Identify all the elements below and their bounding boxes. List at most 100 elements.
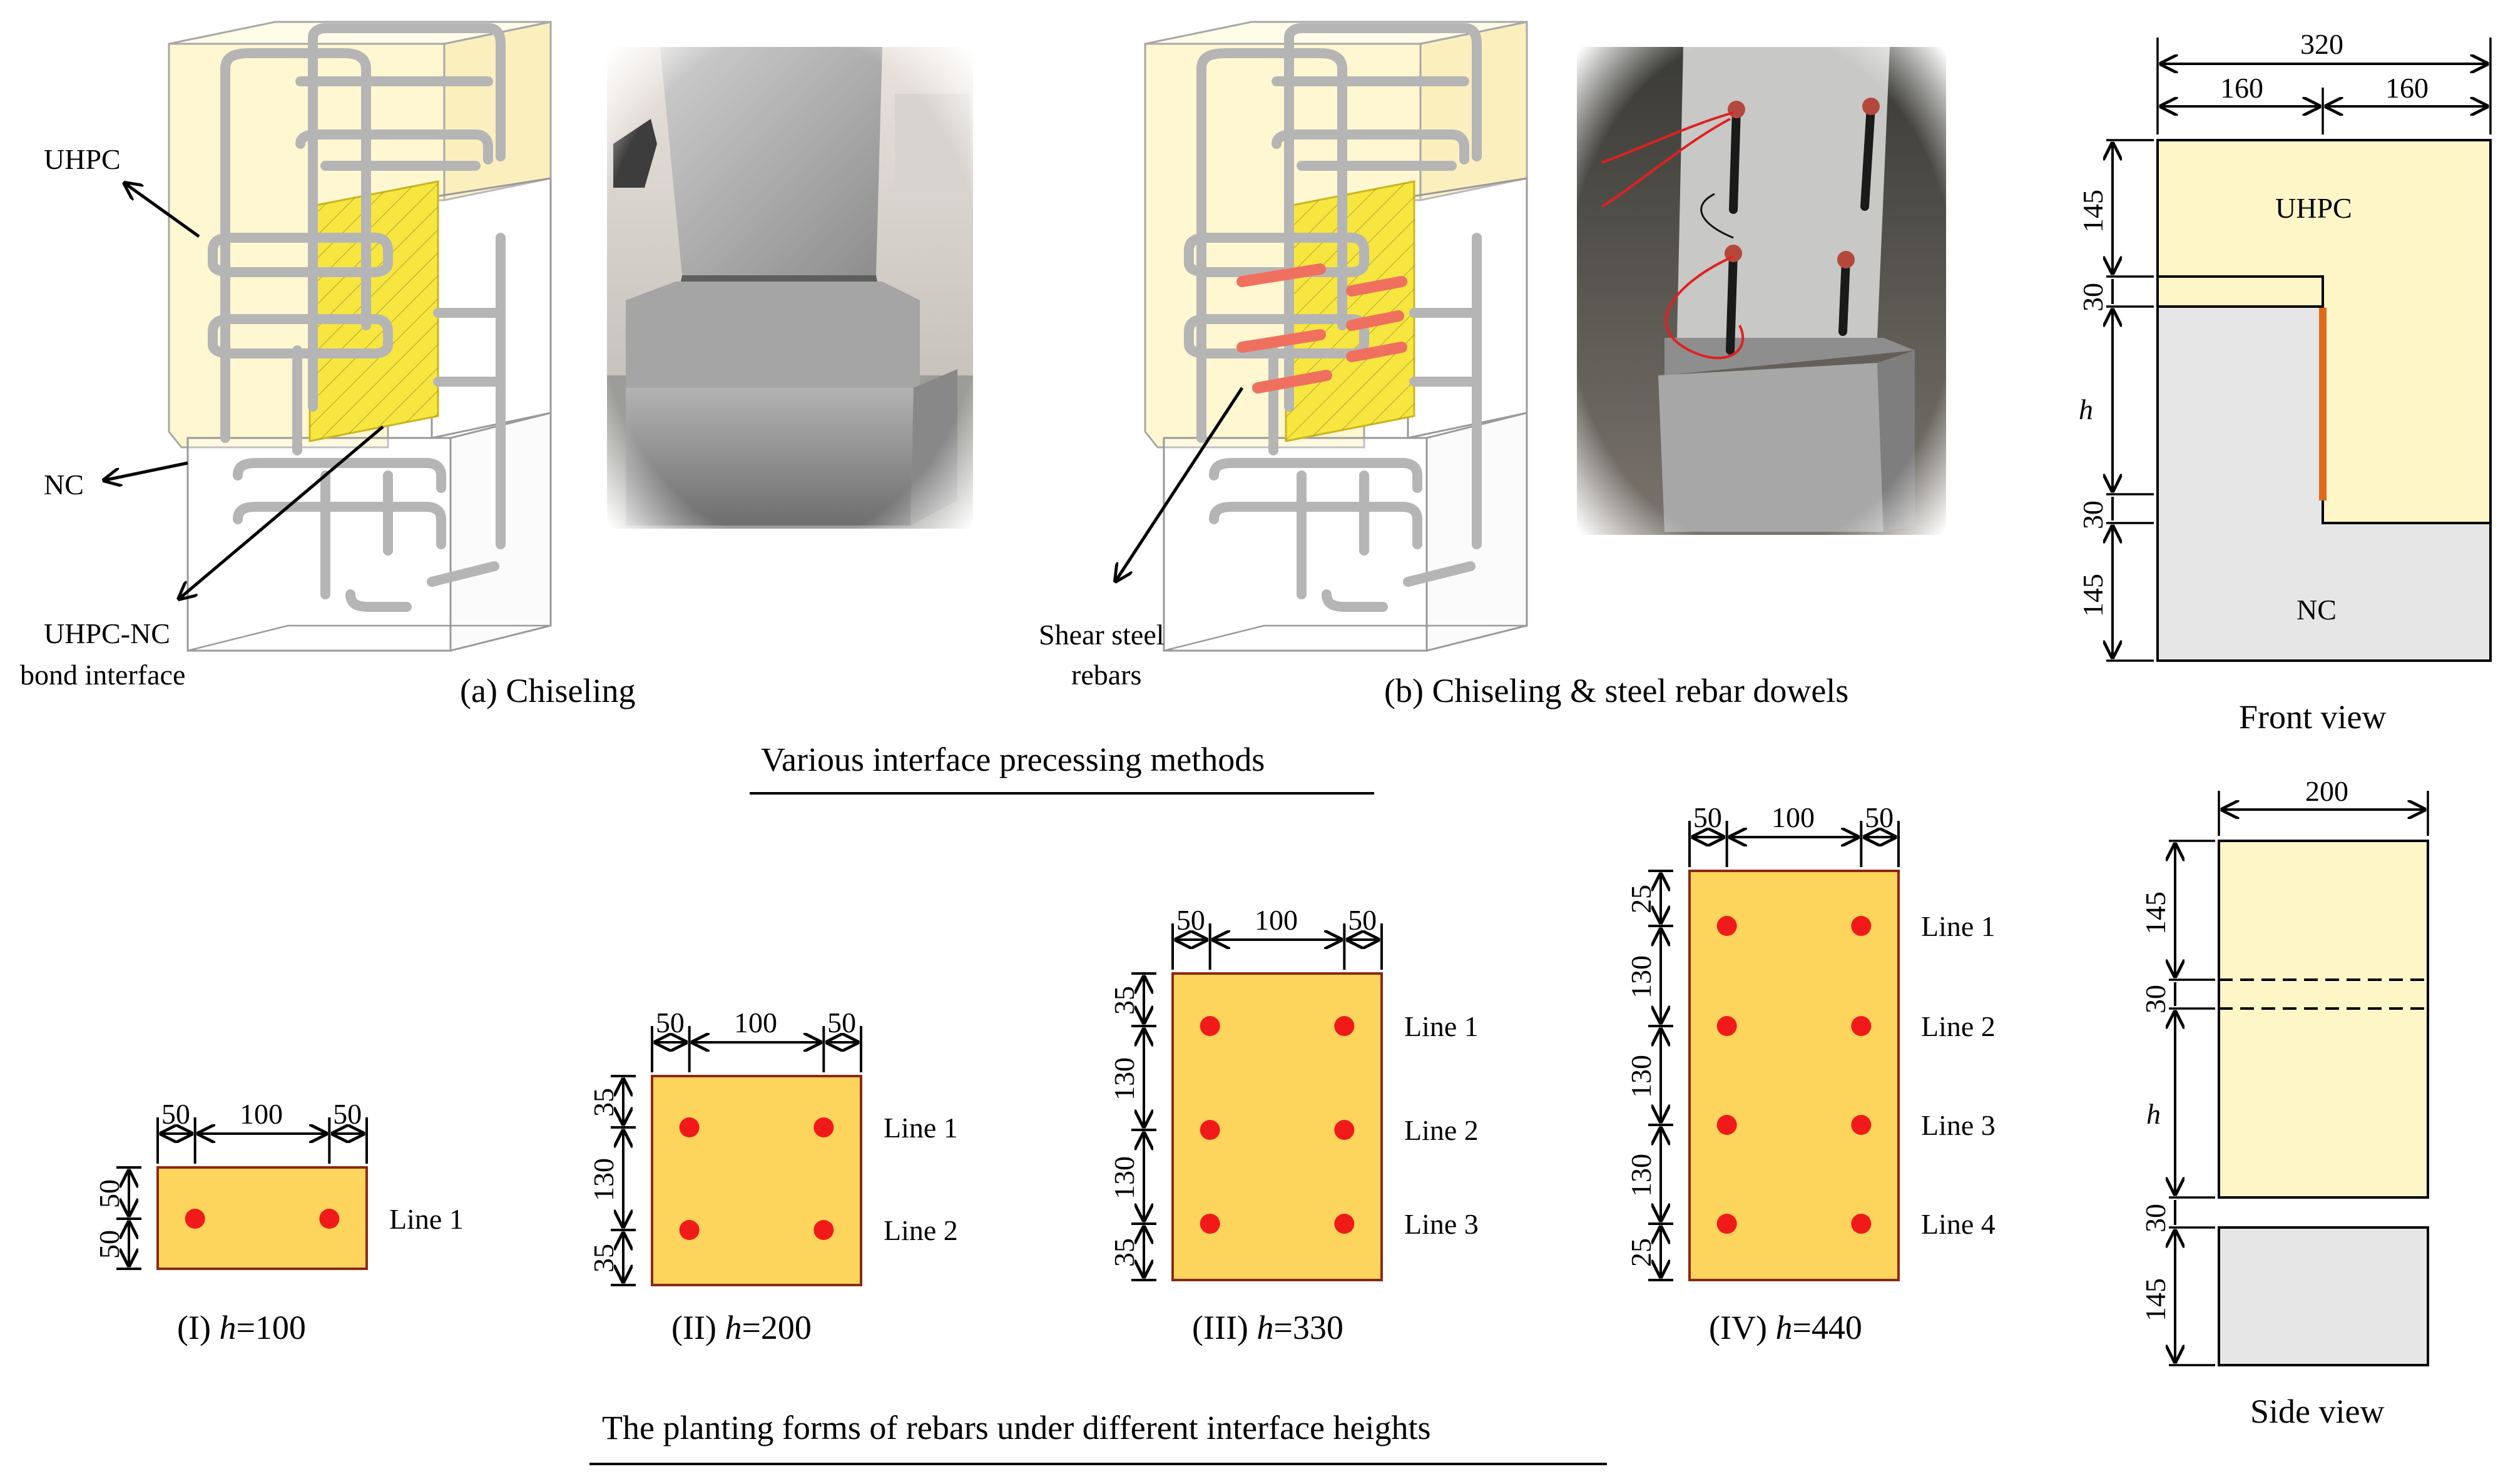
rebar-dot [1200, 1016, 1220, 1036]
label-nc: NC [44, 469, 84, 501]
rebar-dot [1200, 1214, 1220, 1234]
rebar-dot [1716, 1214, 1737, 1234]
rebar-dot [1716, 1115, 1737, 1135]
dim-side: 130 [1108, 1156, 1140, 1199]
line-label: Line 1 [389, 1203, 464, 1235]
line-label: Line 4 [1921, 1208, 1996, 1240]
photo-chiseling [607, 47, 973, 529]
line-label: Line 2 [884, 1214, 958, 1246]
front-dim-total: 320 [2300, 28, 2343, 60]
section-title-bottom: The planting forms of rebars under diffe… [602, 1409, 1431, 1446]
shear-dowel-rebars [1236, 263, 1407, 394]
side-dim-145-bottom: 145 [2139, 1278, 2171, 1321]
photo-dowels [1577, 47, 1946, 535]
rebar-dot [813, 1117, 834, 1137]
form-caption: (I) h=100 [177, 1309, 306, 1346]
nc-block-front [186, 437, 452, 652]
rebar-cage-uhpc [208, 23, 506, 455]
rebar-dot [1851, 1016, 1872, 1036]
rebar-dot [1200, 1120, 1220, 1140]
dim-top: 50 [1176, 904, 1205, 936]
line-label: Line 3 [1404, 1208, 1479, 1240]
form-caption: (III) h=330 [1192, 1309, 1343, 1346]
label-shear-line2: rebars [1071, 659, 1141, 691]
rebar-cage-nc-b [1209, 233, 1482, 612]
front-view-label-uhpc: UHPC [2275, 192, 2352, 224]
side-dim-145-top: 145 [2139, 892, 2171, 935]
front-dim-145-bottom: 145 [2077, 574, 2109, 617]
line-label: Line 1 [884, 1112, 958, 1144]
line-label: Line 1 [1404, 1010, 1479, 1042]
interface-section [1688, 870, 1900, 1281]
dim-top: 50 [161, 1098, 190, 1130]
dim-top: 50 [1348, 904, 1377, 936]
dim-top: 100 [1771, 801, 1815, 833]
form-caption: (II) h=200 [671, 1309, 812, 1346]
arrow-interface [178, 425, 384, 599]
dim-side: 50 [93, 1230, 125, 1259]
rebar-dot [1334, 1214, 1355, 1234]
side-view-caption: Side view [2250, 1393, 2384, 1430]
dim-side: 130 [1625, 1055, 1657, 1098]
dim-side: 130 [1625, 955, 1657, 999]
line-label: Line 2 [1921, 1010, 1996, 1042]
rebar-cage-uhpc-b [1184, 23, 1482, 455]
label-interface-line2: bond interface [20, 659, 185, 691]
rebar-cage-nc [233, 233, 506, 612]
dim-top: 100 [1255, 904, 1298, 936]
panel-b-annotations: Shear steel rebars [1039, 387, 1244, 691]
specimen-3d-chiseling [168, 21, 552, 652]
dim-side: 130 [1108, 1057, 1140, 1100]
dim-side: 35 [588, 1088, 619, 1117]
dim-side: 50 [93, 1179, 125, 1208]
front-dim-30-top: 30 [2077, 283, 2109, 312]
dim-side: 25 [1625, 1238, 1657, 1267]
side-view-nc [2218, 1226, 2429, 1366]
rebar-dot [679, 1117, 700, 1137]
interface-section [651, 1075, 862, 1286]
dim-side: 35 [588, 1244, 619, 1273]
side-dim-30-top: 30 [2139, 985, 2171, 1014]
rebar-dot [1851, 1214, 1872, 1234]
label-interface-line1: UHPC-NC [44, 617, 170, 649]
side-view-uhpc [2218, 840, 2429, 1199]
specimen-3d-dowels [1144, 21, 1528, 652]
front-dim-h: h [2079, 394, 2093, 425]
dim-top: 100 [734, 1007, 777, 1039]
rebar-dot [1851, 1115, 1872, 1135]
dim-top: 50 [333, 1098, 362, 1130]
label-shear-line1: Shear steel [1039, 619, 1165, 651]
panel-a-annotations: UHPC NC UHPC-NC bond interface [20, 143, 384, 691]
caption-panel-a: (a) Chiseling [460, 672, 635, 709]
front-dim-145-top: 145 [2077, 190, 2109, 233]
rebar-dot [1334, 1016, 1355, 1036]
rebar-dot [1716, 1016, 1737, 1036]
line-label: Line 1 [1921, 910, 1996, 942]
dim-side: 130 [1625, 1154, 1657, 1197]
front-view-label-nc: NC [2296, 594, 2337, 626]
section-title-top: Various interface precessing methods [761, 741, 1265, 778]
dim-top: 50 [827, 1007, 856, 1039]
specimen-outline [187, 624, 551, 652]
side-dim-width: 200 [2305, 775, 2348, 807]
dim-top: 50 [1693, 801, 1722, 833]
caption-panel-b: (b) Chiseling & steel rebar dowels [1384, 672, 1848, 709]
dim-top: 100 [240, 1098, 283, 1130]
arrow-shear-rebars [1115, 387, 1244, 582]
front-dim-half-right: 160 [2385, 72, 2429, 104]
rebar-dot [185, 1209, 205, 1229]
side-dim-30-bottom: 30 [2139, 1204, 2171, 1232]
label-uhpc: UHPC [44, 143, 121, 175]
front-view-caption: Front view [2239, 698, 2387, 736]
front-view: 320 160 160 145 30 h 30 145 UHPC NC [2077, 28, 2492, 662]
side-view: 200 145 30 h 30 145 [2139, 775, 2429, 1366]
rebar-dot [1716, 916, 1737, 936]
rebar-dot [679, 1220, 700, 1240]
line-label: Line 3 [1921, 1109, 1996, 1141]
